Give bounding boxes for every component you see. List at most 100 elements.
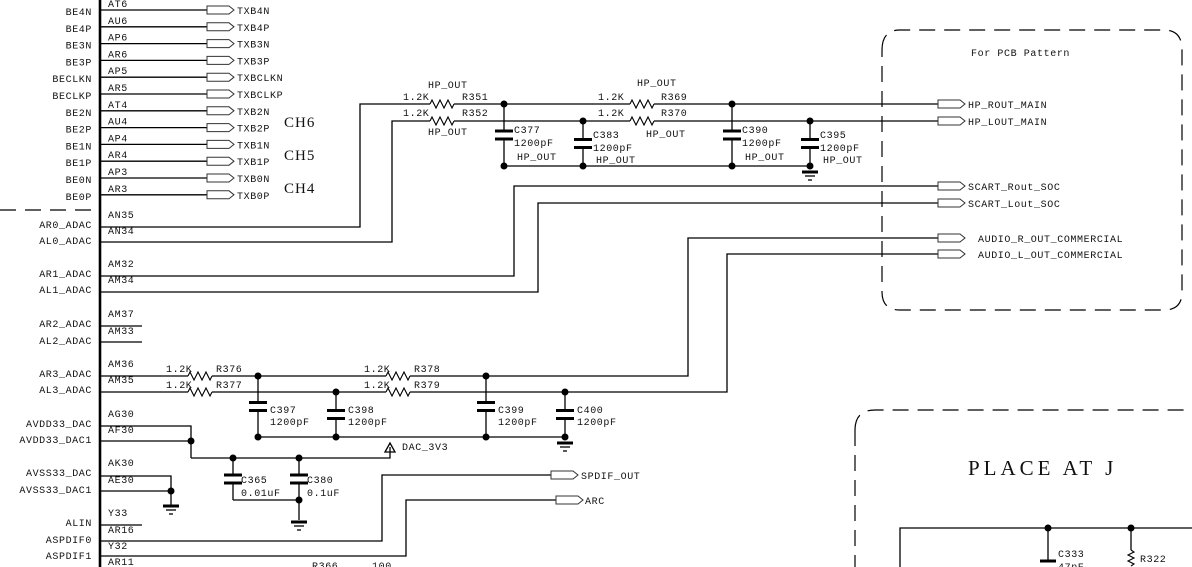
wire — [100, 499, 556, 557]
wire — [100, 202, 938, 293]
resistor-ref: R379 — [414, 381, 440, 392]
net-label: TXB2N — [237, 108, 270, 119]
resistor-ref: R370 — [661, 109, 687, 120]
net-label: TXBCLKP — [237, 91, 283, 102]
resistor-symbol — [385, 386, 411, 398]
pin-number-label: AN34 — [108, 227, 134, 238]
channel-label: CH4 — [284, 181, 315, 197]
pin-number-label: AU6 — [108, 17, 128, 28]
resistor-ref: R376 — [216, 365, 242, 376]
pin-signal-label: BECLKN — [52, 75, 92, 86]
net-label: SCART_Lout_SOC — [968, 200, 1060, 211]
wire — [899, 527, 1192, 567]
capacitor-ref: C365 — [241, 476, 267, 487]
resistor-value: 1.2K — [598, 109, 624, 120]
capacitor-ref: C380 — [307, 476, 333, 487]
pin-number-label: AM35 — [108, 376, 134, 387]
pin-number-label: AR4 — [108, 151, 128, 162]
pin-number-label: AM34 — [108, 276, 134, 287]
pin-signal-label: AVDD33_DAC — [26, 420, 92, 431]
place-at-box — [854, 409, 1192, 567]
pin-signal-label: ASPDIF1 — [46, 552, 92, 563]
wire — [100, 475, 172, 491]
wire — [100, 425, 192, 458]
resistor-value: 1.2K — [403, 93, 429, 104]
net-label: ARC — [585, 497, 605, 508]
resistor-value: 1.2K — [166, 365, 192, 376]
pin-signal-label: BECLKP — [52, 92, 92, 103]
power-net-label: DAC_3V3 — [402, 443, 448, 454]
pin-number-label: Y33 — [108, 509, 128, 520]
resistor-symbol — [1126, 549, 1136, 567]
offpage-port-txb0p — [206, 190, 235, 200]
pcb-pattern-box — [881, 29, 1183, 311]
junction-dot — [187, 437, 195, 445]
pin-signal-label: BE1P — [66, 159, 92, 170]
wire — [100, 103, 430, 228]
channel-label: CH5 — [284, 148, 315, 164]
wire — [410, 237, 938, 377]
pin-signal-label: AL2_ADAC — [39, 337, 92, 348]
pin-signal-label: BE3P — [66, 58, 92, 69]
capacitor-ref: C383 — [593, 131, 619, 142]
pin-signal-label: BE2N — [66, 109, 92, 120]
resistor-ref: R351 — [462, 93, 488, 104]
pin-number-label: AM33 — [108, 327, 134, 338]
pin-signal-label: BE0P — [66, 193, 92, 204]
capacitor-value: 1200pF — [270, 418, 310, 429]
offpage-port-hp-lout — [937, 116, 966, 126]
net-label: HP_ROUT_MAIN — [968, 101, 1047, 112]
offpage-port — [937, 181, 966, 191]
capacitor-value: 1200pF — [820, 144, 860, 155]
pin-signal-label: AL1_ADAC — [39, 286, 92, 297]
capacitor-tag: HP_OUT — [596, 156, 636, 167]
pin-signal-label: BE0N — [66, 176, 92, 187]
resistor-tag: HP_OUT — [428, 81, 468, 92]
channel-label: CH6 — [284, 115, 315, 131]
net-label: TXB2P — [237, 125, 270, 136]
capacitor-tag: HP_OUT — [745, 153, 785, 164]
resistor-symbol — [429, 115, 455, 127]
resistor-symbol — [187, 370, 213, 382]
capacitor-value: 1200pF — [577, 418, 617, 429]
offpage-port-txbclkp — [206, 89, 235, 99]
wire — [100, 185, 938, 277]
offpage-port-txbclkn — [206, 72, 235, 82]
capacitor-ref: C390 — [742, 126, 768, 137]
resistor-ref: R322 — [1140, 555, 1166, 566]
pin-number-label: AK30 — [108, 459, 134, 470]
capacitor-value: 1200pF — [742, 139, 782, 150]
net-label: TXB3P — [237, 57, 270, 68]
capacitor-value: 1200pF — [348, 418, 388, 429]
wire — [100, 120, 430, 243]
place-at-title: PLACE AT J — [968, 456, 1117, 480]
resistor-ref: R369 — [661, 93, 687, 104]
pin-signal-label: AR3_ADAC — [39, 370, 92, 381]
net-label: TXBCLKN — [237, 74, 283, 85]
capacitor-ref: C400 — [577, 406, 603, 417]
net-label: AUDIO_L_OUT_COMMERCIAL — [978, 251, 1123, 262]
offpage-port-txb4p — [206, 22, 235, 32]
power-arrow-icon — [383, 441, 397, 453]
pin-signal-label: BE1N — [66, 142, 92, 153]
offpage-port-txb4n — [206, 5, 235, 15]
resistor-tag: HP_OUT — [428, 128, 468, 139]
capacitor-ref: C399 — [498, 406, 524, 417]
offpage-port — [937, 249, 966, 259]
wire — [100, 474, 551, 542]
pin-number-label: AM32 — [108, 260, 134, 271]
resistor-value: 1.2K — [403, 109, 429, 120]
resistor-ref: R377 — [216, 381, 242, 392]
pin-number-label: AP5 — [108, 67, 128, 78]
pin-number-label: AP6 — [108, 34, 128, 45]
pin-signal-label: AR0_ADAC — [39, 221, 92, 232]
resistor-tag: HP_OUT — [637, 79, 677, 90]
offpage-port-txb0n — [206, 173, 235, 183]
net-label: TXB3N — [237, 41, 270, 52]
capacitor-value: 0.1uF — [307, 489, 340, 500]
pin-signal-label: BE3N — [66, 42, 92, 53]
pin-signal-label: AR2_ADAC — [39, 320, 92, 331]
pin-signal-label: AVDD33_DAC1 — [19, 436, 92, 447]
pin-number-label: AE30 — [108, 476, 134, 487]
